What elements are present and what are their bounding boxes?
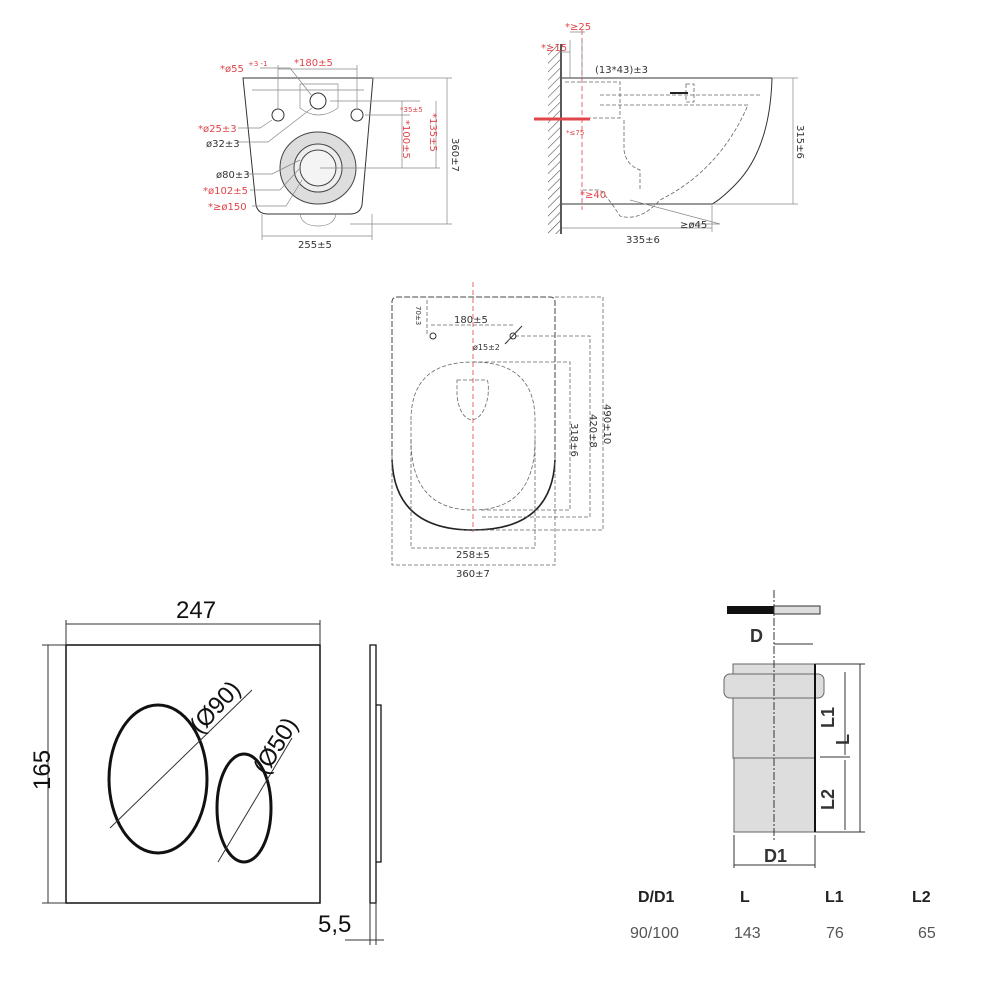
- pipe-end-dark: [727, 606, 774, 614]
- label-ge15: *≥15: [541, 43, 567, 54]
- label-d15: ø15±2: [473, 343, 500, 352]
- table-cell: 90/100: [630, 925, 679, 942]
- label-plate-height: 165: [29, 750, 56, 790]
- label-slot: (13*43)±3: [595, 65, 648, 76]
- label-h420: 420±8: [587, 414, 598, 448]
- plate-outline: [65, 644, 321, 904]
- pipe-dimension-table: D/D1 L L1 L2 90/100 143 76 65: [630, 889, 936, 942]
- label-w180-top: 180±5: [454, 315, 488, 326]
- flush-plate: 247 165 (Ø90) (Ø50) 5,5: [29, 597, 384, 945]
- label-d55: *ø55: [220, 64, 244, 75]
- table-header: D/D1: [638, 889, 675, 906]
- label-d80: ø80±3: [216, 170, 250, 181]
- bowl-opening: [410, 361, 536, 511]
- front-view: *ø55 +3 -1 *180±5 *ø25±3 ø32±3 ø80±3 *ø1…: [198, 58, 460, 251]
- label-pipe-l1: L1: [818, 707, 838, 728]
- pipe-adapter: D D1 L L1 L2 D/D1 L L1 L2 90/100 143 76 …: [630, 590, 936, 942]
- table-cell: 143: [734, 925, 761, 942]
- label-ge25: *≥25: [565, 22, 591, 33]
- table-cell: 65: [918, 925, 936, 942]
- water-inlet: [309, 92, 327, 110]
- label-plate-thickness: 5,5: [318, 911, 351, 938]
- side-view: *≥25 *≥15 (13*43)±3 *≤75 *≥40 ≥ø45 315±6…: [534, 22, 805, 246]
- bowl-lip: [299, 213, 337, 227]
- fixing-hole-left: [271, 108, 285, 122]
- label-d150: *≥ø150: [208, 202, 247, 213]
- label-h315: 315±6: [794, 125, 805, 159]
- label-w258: 258±5: [456, 550, 490, 561]
- small-flush-button[interactable]: [215, 752, 273, 864]
- table-header: L1: [825, 889, 844, 906]
- table-cell: 76: [826, 925, 844, 942]
- label-w255: 255±5: [298, 240, 332, 251]
- label-h70: 70±3: [414, 306, 422, 325]
- bowl-side-outline: [562, 77, 773, 205]
- label-pipe-l: L: [833, 734, 853, 745]
- label-le75: *≤75: [566, 129, 584, 137]
- label-pipe-d1: D1: [764, 846, 787, 866]
- label-ge45: ≥ø45: [680, 220, 707, 231]
- label-h135: *135±5: [427, 113, 438, 152]
- top-view: 70±3 180±5 ø15±2 490±10 420±8 318±6 258±…: [391, 282, 612, 580]
- label-d25: *ø25±3: [198, 124, 237, 135]
- label-ge40: *≥40: [580, 190, 606, 201]
- fixing-hole-right: [350, 108, 364, 122]
- bowl-outline: [242, 77, 374, 215]
- wall-hatch: [548, 44, 560, 234]
- table-header: L2: [912, 889, 931, 906]
- label-d102: *ø102±5: [203, 186, 248, 197]
- label-pipe-l2: L2: [818, 789, 838, 810]
- seat-outline: [391, 296, 556, 531]
- table-header: L: [740, 889, 750, 906]
- plate-side-profile: [369, 644, 382, 904]
- label-h360: 360±7: [449, 138, 460, 172]
- label-pipe-d: D: [750, 626, 763, 646]
- label-w360: 360±7: [456, 569, 490, 580]
- label-w180: *180±5: [294, 58, 333, 69]
- label-d55-tol: +3 -1: [248, 60, 268, 68]
- big-flush-button[interactable]: [107, 703, 209, 855]
- tank-recess: [252, 83, 364, 116]
- label-w335: 335±6: [626, 235, 660, 246]
- label-h318: 318±6: [568, 423, 579, 457]
- label-h100: *100±5: [400, 120, 411, 159]
- label-h490: 490±10: [601, 404, 612, 444]
- label-plate-width: 247: [176, 597, 216, 624]
- label-d32: ø32±3: [206, 139, 240, 150]
- label-h35: *35±5: [400, 106, 423, 114]
